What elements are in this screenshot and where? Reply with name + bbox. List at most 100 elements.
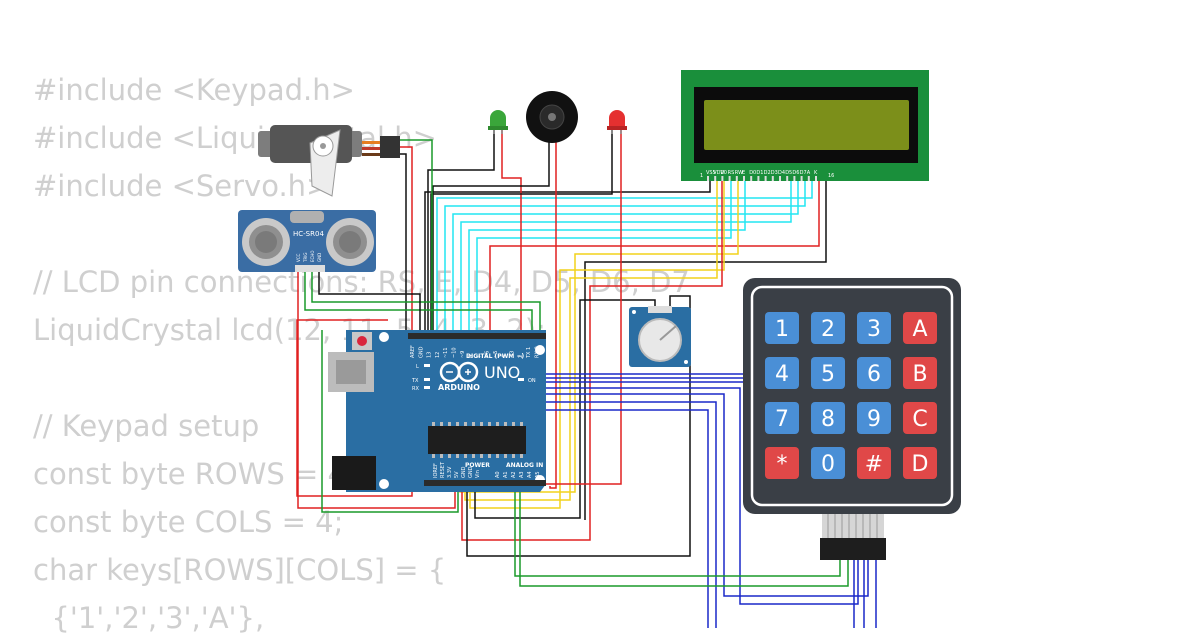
wire-buzzer-sig[interactable] xyxy=(549,142,557,489)
lcd-pin xyxy=(735,176,738,181)
servo-motor[interactable] xyxy=(258,125,400,197)
wire-led-green-sig[interactable] xyxy=(501,130,522,335)
lcd-pin-label: D1 xyxy=(756,170,763,176)
wire-hc-vcc[interactable] xyxy=(297,272,456,509)
wire-servo-vcc[interactable] xyxy=(296,146,413,497)
arduino-digital-pin-label: ~5 xyxy=(493,351,499,358)
keypad-key[interactable]: D xyxy=(903,447,937,479)
arduino-power-label: POWER xyxy=(465,462,490,469)
wire-keypad-g2[interactable] xyxy=(514,486,841,577)
arduino-power-pin-label: GND xyxy=(461,466,467,478)
wire-hc-echo[interactable] xyxy=(311,272,541,335)
potentiometer[interactable] xyxy=(629,306,691,367)
arduino-power-pin-label: GND xyxy=(468,466,474,478)
arduino-digital-pin-label: 2 xyxy=(518,355,524,358)
keypad-key[interactable]: C xyxy=(903,402,937,434)
lcd-pin xyxy=(815,176,817,181)
lcd-pin-label: D5 xyxy=(785,170,792,176)
lcd-pin-label: D7 xyxy=(800,170,807,176)
arduino-rx-label: RX xyxy=(412,386,419,392)
arduino-digital-pin-label: ~6 xyxy=(485,351,491,358)
keypad-key[interactable]: 8 xyxy=(811,402,845,434)
wire-lcd-a[interactable] xyxy=(489,178,820,335)
wire-lcd-d4[interactable] xyxy=(460,178,792,335)
arduino-logo-icon xyxy=(439,361,479,383)
arduino-analog-pin-label: A0 xyxy=(495,471,501,478)
lcd-pin xyxy=(793,176,796,181)
arduino-uno[interactable]: L TX RX ON ARDUINO UNO DIGITAL (PWM ~) P… xyxy=(328,330,546,492)
lcd-pin-label: D3 xyxy=(771,170,778,176)
arduino-power-pin-label: Vin xyxy=(475,470,481,478)
arduino-l-label: L xyxy=(416,364,419,370)
keypad-key[interactable]: 5 xyxy=(811,357,845,389)
wire-servo-gnd[interactable] xyxy=(400,153,407,330)
wire-pot-gnd[interactable] xyxy=(466,295,691,557)
keypad-key-label: A xyxy=(912,317,927,342)
lcd-pin-label: D2 xyxy=(764,170,771,176)
wire-buzzer-gnd[interactable] xyxy=(432,142,550,335)
wire-lcd-d5[interactable] xyxy=(452,178,799,335)
wire-lcd-k[interactable] xyxy=(584,178,827,520)
wire-pot-vcc[interactable] xyxy=(461,178,723,541)
reset-button[interactable] xyxy=(357,336,367,346)
keypad-key[interactable]: # xyxy=(857,447,891,479)
lcd-pin xyxy=(721,176,724,181)
code-line: const byte COLS = 4; xyxy=(33,505,344,539)
keypad-connector xyxy=(820,538,886,560)
wire-hc-trig[interactable] xyxy=(304,272,533,335)
wire-lcd-rs[interactable] xyxy=(476,178,732,335)
wire-led-red-gnd[interactable] xyxy=(430,130,613,335)
keypad-key[interactable]: * xyxy=(765,447,799,479)
keypad-key[interactable]: B xyxy=(903,357,937,389)
wire-keypad-g1[interactable] xyxy=(519,486,849,587)
keypad-key-label: C xyxy=(912,407,927,432)
lcd-pin xyxy=(707,176,709,181)
wire-led-green-gnd[interactable] xyxy=(427,130,495,335)
wire-lcd-vdd[interactable] xyxy=(464,178,718,501)
wire-pot-wiper[interactable] xyxy=(474,299,656,519)
arduino-analog-pin-label: A2 xyxy=(511,471,517,478)
arduino-power-pin-label: 3.3V xyxy=(447,466,453,478)
buzzer[interactable] xyxy=(526,91,578,143)
keypad-key-label: 2 xyxy=(821,317,835,342)
arduino-digital-pin-label: 4 xyxy=(501,355,507,358)
lcd-pin-label: VDD xyxy=(713,170,724,176)
wire-lcd-d7[interactable] xyxy=(436,178,813,335)
keypad-key[interactable]: 1 xyxy=(765,312,799,344)
keypad-key-label: 8 xyxy=(821,407,835,432)
arduino-digital-pin-label: 7 xyxy=(476,355,482,358)
keypad-key[interactable]: 0 xyxy=(811,447,845,479)
arduino-digital-pin-label: GND xyxy=(418,346,424,358)
keypad-key[interactable]: A xyxy=(903,312,937,344)
lcd-pin xyxy=(779,176,781,181)
wire-hc-vcc2[interactable] xyxy=(321,330,459,513)
keypad-key[interactable]: 4 xyxy=(765,357,799,389)
arduino-digital-pin-label: ~10 xyxy=(452,347,458,358)
ultrasonic-pin-label: VCC xyxy=(296,253,301,262)
keypad-key-label: * xyxy=(777,452,788,477)
keypad-key[interactable]: 2 xyxy=(811,312,845,344)
keypad-key[interactable]: 6 xyxy=(857,357,891,389)
green-led[interactable] xyxy=(488,110,508,134)
lcd-pin xyxy=(807,176,810,181)
lcd-pin xyxy=(714,176,717,181)
wire-lcd-e[interactable] xyxy=(468,178,746,335)
red-led[interactable] xyxy=(607,110,627,134)
wire-servo-signal[interactable] xyxy=(400,139,433,335)
lcd-pin-label: E xyxy=(742,170,745,176)
keypad-key[interactable]: 9 xyxy=(857,402,891,434)
arduino-digital-pin-label: 13 xyxy=(427,352,433,358)
wire-lcd-d6[interactable] xyxy=(444,178,806,335)
wire-lcd-vss[interactable] xyxy=(424,178,711,335)
lcd-pin-label: VSS xyxy=(706,170,716,176)
keypad-key[interactable]: 3 xyxy=(857,312,891,344)
keypad-key[interactable]: 7 xyxy=(765,402,799,434)
arduino-digital-pin-label: ~9 xyxy=(460,351,466,358)
wire-hc-gnd[interactable] xyxy=(318,272,421,335)
